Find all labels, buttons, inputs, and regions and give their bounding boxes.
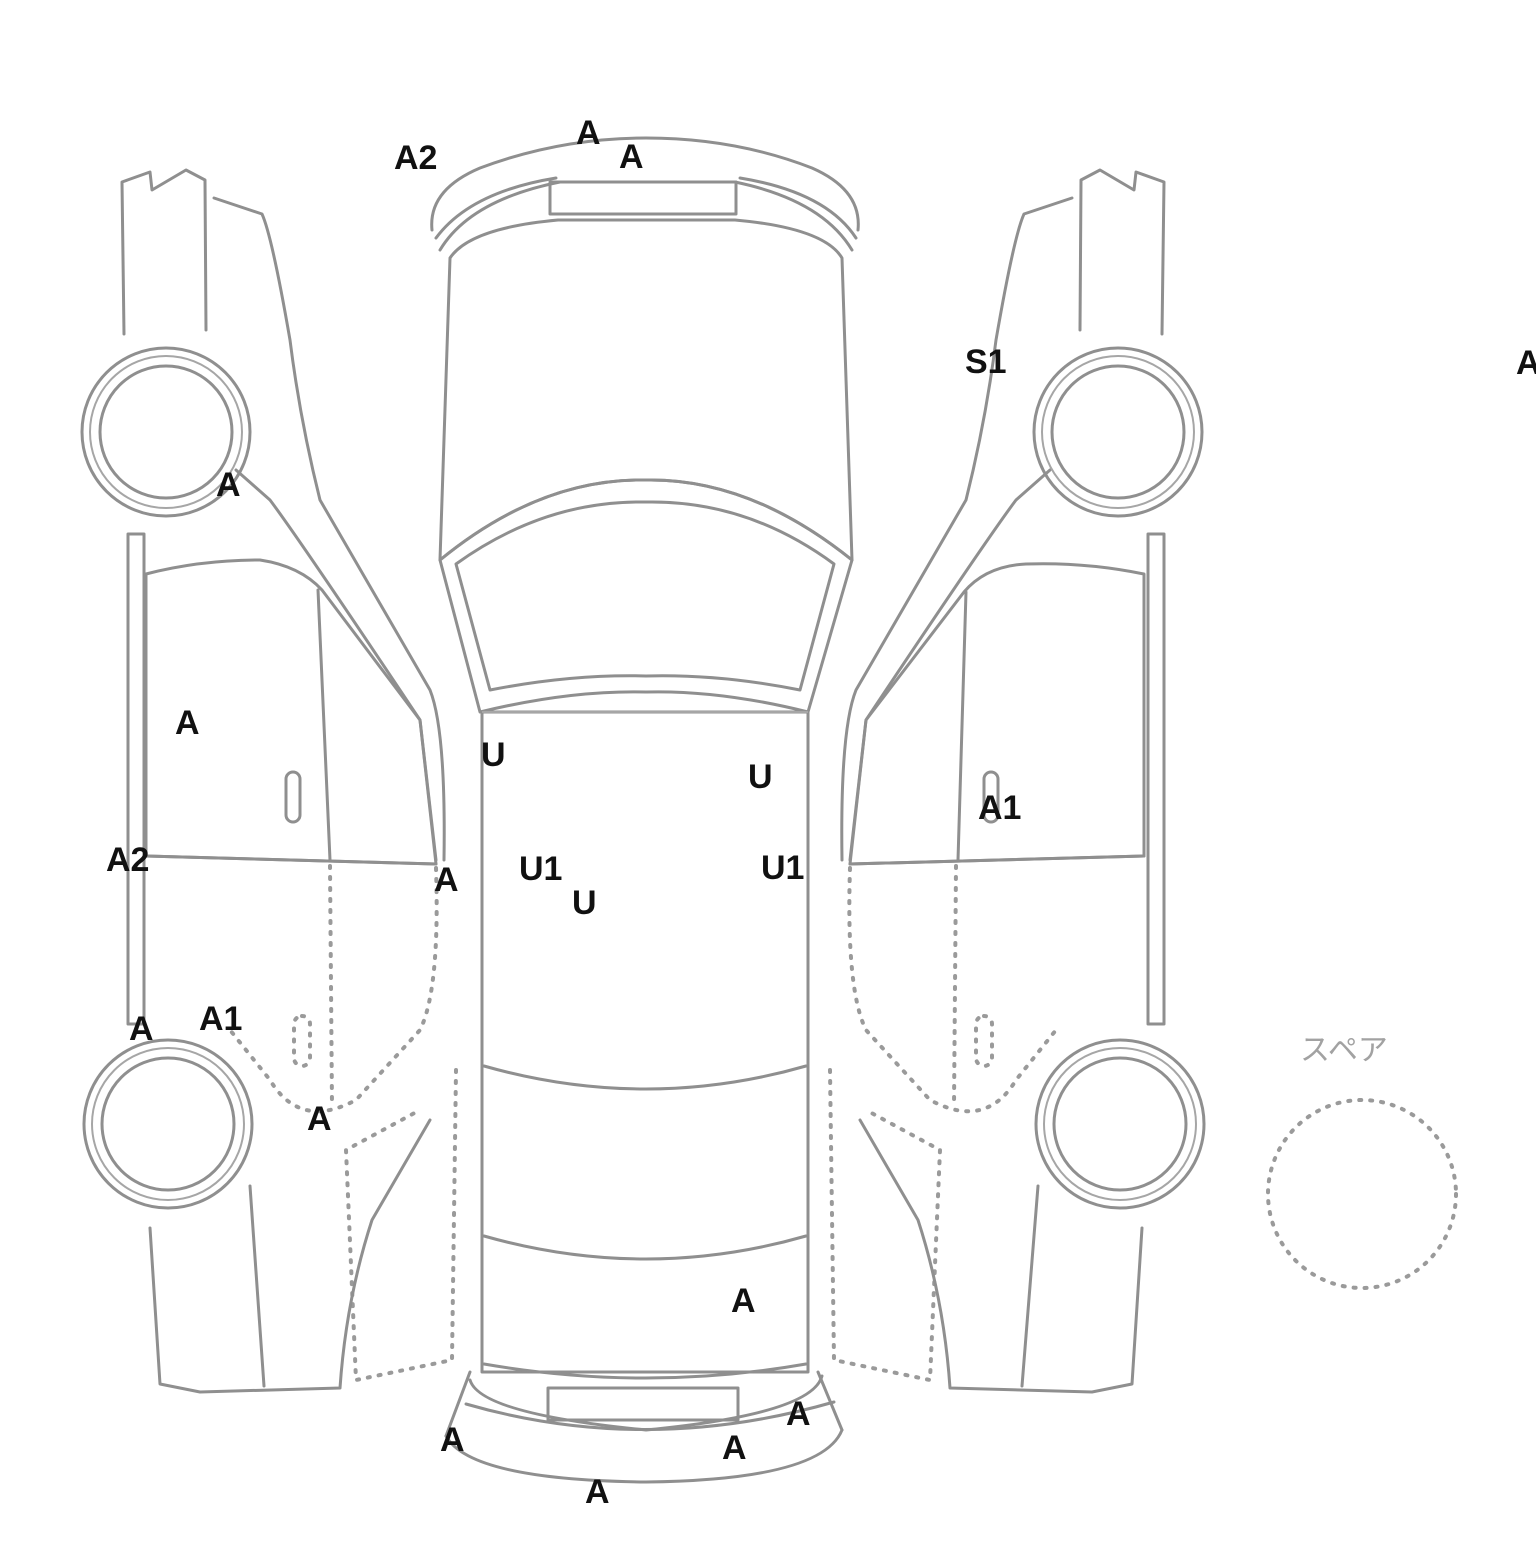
left-door-divider <box>316 588 332 862</box>
left-rear-bumper-side <box>248 1184 266 1388</box>
left-rear-door-dotted <box>228 864 439 1114</box>
spare-tire-dotted <box>1266 1098 1458 1290</box>
front-bumper-outer <box>430 136 860 232</box>
mark-roof-u1-left: U1 <box>519 850 563 888</box>
mark-front-bumper-a2: A2 <box>394 139 438 177</box>
right-door-handle <box>982 770 1000 824</box>
left-front-end <box>120 168 208 336</box>
left-door-handle <box>284 770 302 824</box>
right-belt-line <box>848 854 1146 866</box>
top-view <box>430 136 860 1484</box>
rear-license-plate <box>546 1386 740 1422</box>
left-rear-end <box>148 1118 432 1394</box>
mark-right-side-s1: S1 <box>965 343 1007 381</box>
mark-left-b-pillar-a: A <box>434 861 459 899</box>
right-rear-wheel-mid <box>1043 1047 1197 1201</box>
rear-window-line <box>482 1064 808 1091</box>
left-rear-handle-dotted <box>292 1014 312 1068</box>
right-rear-door-dotted <box>847 864 1058 1114</box>
left-belt-line <box>144 854 438 866</box>
rear-bumper-right-edge <box>816 1370 844 1432</box>
mark-left-sill-a2: A2 <box>106 841 150 879</box>
right-side-sill <box>1146 532 1166 1026</box>
mark-rear-bumper-a-right: A <box>786 1395 811 1433</box>
left-front-wheel-outer <box>80 346 252 518</box>
mark-rear-bumper-a-left: A <box>440 1421 465 1459</box>
rear-bumper-band <box>468 1374 824 1432</box>
mark-trunk-a: A <box>731 1282 756 1320</box>
mark-left-front-wheel-a: A <box>216 466 241 504</box>
rear-bumper-left-edge <box>444 1370 472 1438</box>
right-rear-quarter-dotted <box>828 1068 943 1383</box>
mark-roof-u-right: U <box>748 758 773 796</box>
left-rear-wheel-mid <box>91 1047 245 1201</box>
spare-label: スペア <box>1300 1033 1388 1068</box>
hood <box>438 218 854 562</box>
left-front-wheel-inner <box>98 364 234 500</box>
right-front-wheel-outer <box>1032 346 1204 518</box>
right-fender-line <box>840 196 1074 862</box>
roof <box>480 710 810 1374</box>
right-a-pillar <box>848 468 1052 862</box>
trunk-end-line <box>482 1362 808 1380</box>
mark-roof-u-left: U <box>481 736 506 774</box>
left-rear-wheel-inner <box>100 1056 236 1192</box>
mark-rear-bumper-a-bottom: A <box>585 1473 610 1511</box>
left-side-view <box>80 168 458 1394</box>
right-rear-wheel-inner <box>1052 1056 1188 1192</box>
left-side-sill <box>126 532 146 1026</box>
mark-right-door-a1: A1 <box>978 789 1022 827</box>
left-front-door <box>144 558 438 866</box>
windshield-glass <box>454 500 836 692</box>
mark-front-bumper-a-1: A <box>576 114 601 152</box>
windshield-frame <box>438 478 854 714</box>
right-rear-wheel-outer <box>1034 1038 1206 1210</box>
right-rear-handle-dotted <box>974 1014 994 1068</box>
mark-front-bumper-a-2: A <box>619 138 644 176</box>
mark-left-rear-wheel-a1: A1 <box>199 1000 243 1038</box>
left-rear-quarter-dotted <box>343 1068 458 1383</box>
right-front-door <box>848 562 1146 866</box>
mark-left-rear-wheel-a: A <box>129 1010 154 1048</box>
right-front-wheel-inner <box>1050 364 1186 500</box>
front-license-plate <box>548 180 738 216</box>
left-a-pillar <box>234 468 438 862</box>
right-door-divider <box>956 590 968 862</box>
front-bumper-band <box>434 176 858 240</box>
mark-edge-a: A <box>1516 344 1536 382</box>
mark-roof-u-center: U <box>572 884 597 922</box>
mark-left-front-door-a: A <box>175 704 200 742</box>
mark-left-rear-door-a: A <box>307 1100 332 1138</box>
trunk-line <box>482 1234 808 1261</box>
right-rear-bumper-side <box>1020 1184 1040 1388</box>
left-front-wheel-mid <box>89 355 243 509</box>
mark-roof-u1-right: U1 <box>761 849 805 887</box>
right-front-end <box>1078 168 1166 336</box>
right-side-view <box>828 168 1206 1394</box>
right-front-wheel-mid <box>1041 355 1195 509</box>
mark-rear-bumper-a-right-2: A <box>722 1429 747 1467</box>
right-rear-end <box>858 1118 1144 1394</box>
left-fender-line <box>212 196 446 862</box>
rear-bumper-outer <box>444 1428 844 1484</box>
left-rear-wheel-outer <box>82 1038 254 1210</box>
